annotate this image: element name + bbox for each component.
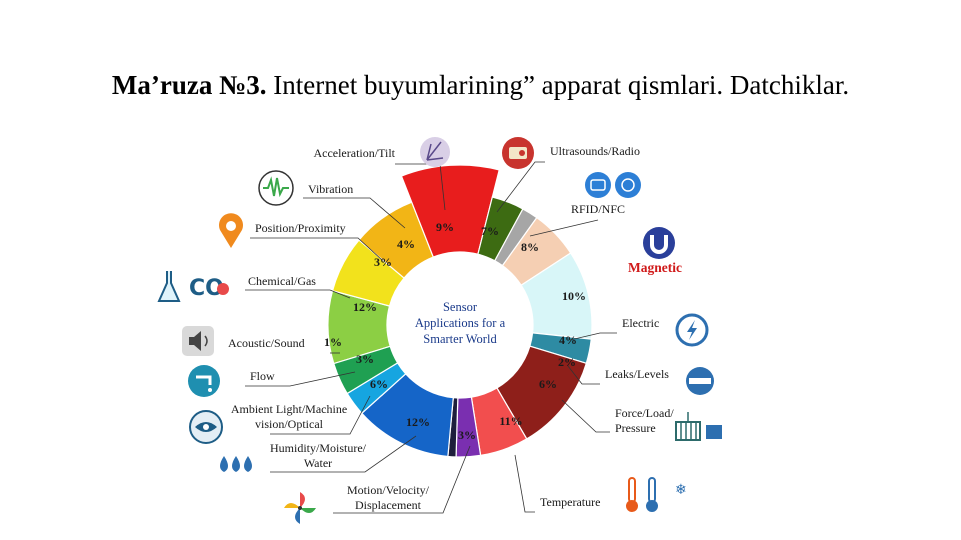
pinwheel-icon (284, 492, 316, 524)
leader-line (245, 289, 351, 299)
value-label-position-proximity: 3% (374, 255, 392, 269)
leader-line (561, 399, 610, 433)
value-label-flow: 3% (356, 352, 374, 366)
value-label-chemical-gas: 12% (353, 300, 377, 314)
leader-line (245, 371, 356, 387)
svg-text:❄: ❄ (675, 482, 687, 498)
value-label-magnetic: 10% (562, 289, 586, 303)
category-label-acceleration-tilt: Acceleration/Tilt (313, 146, 395, 160)
lightning-icon (675, 313, 709, 347)
value-label-acceleration-tilt: 9% (436, 220, 454, 234)
category-label-force-load-pressure: Force/Load/Pressure (615, 406, 674, 435)
pipe-icon (686, 367, 714, 395)
thermometer-icon: ❄ (626, 477, 687, 512)
load-icon (675, 412, 722, 441)
magnet-icon (643, 227, 675, 259)
leader-line (569, 332, 617, 341)
slide-title-rest: Internet buyumlarining” apparat qismlari… (266, 70, 850, 100)
value-label-ultrasounds-radio: 7% (481, 224, 499, 238)
flask-co2-icon: CO (157, 271, 229, 302)
value-label-acoustic-sound: 1% (324, 335, 342, 349)
category-label-magnetic: Magnetic (628, 260, 682, 275)
value-label-humidity-moisture-water: 12% (406, 415, 430, 429)
rfid-icon (585, 172, 641, 198)
category-label-acoustic-sound: Acoustic/Sound (228, 336, 305, 350)
eye-icon (189, 410, 223, 444)
slice-magnetic (400, 164, 500, 258)
category-label-vibration: Vibration (308, 182, 353, 196)
value-label-motion-velocity-displacement: 3% (458, 428, 476, 442)
category-label-electric: Electric (622, 316, 659, 330)
center-label-line: Sensor (443, 300, 478, 314)
category-label-chemical-gas: Chemical/Gas (248, 274, 316, 288)
leader-line (514, 454, 535, 513)
value-label-rfid-nfc: 8% (521, 240, 539, 254)
leader-line (333, 445, 471, 514)
center-label-line: Smarter World (423, 332, 497, 346)
value-label-leaks-levels: 2% (558, 355, 576, 369)
slice-vibration (333, 345, 399, 395)
donut-slices (327, 164, 593, 458)
leader-line (303, 197, 406, 229)
leader-line (270, 395, 371, 435)
value-label-force-load-pressure: 6% (539, 377, 557, 391)
category-label-position-proximity: Position/Proximity (255, 221, 346, 235)
vibration-icon (258, 170, 294, 206)
radio-icon (502, 137, 534, 169)
leader-line (567, 365, 600, 385)
category-label-ultrasounds-radio: Ultrasounds/Radio (550, 144, 640, 158)
water-drops-icon (220, 456, 252, 472)
value-label-vibration: 4% (397, 237, 415, 251)
accelerometer-icon (420, 137, 450, 167)
leader-line (496, 161, 545, 213)
leader-line (270, 435, 417, 473)
category-label-rfid-nfc: RFID/NFC (571, 202, 625, 216)
leader-line (529, 219, 599, 237)
value-label-electric: 4% (559, 333, 577, 347)
speaker-icon (182, 326, 214, 356)
category-label-temperature: Temperature (540, 495, 600, 509)
location-pin-icon (219, 213, 243, 248)
category-label-motion-velocity-displacement: Motion/Velocity/Displacement (347, 483, 430, 512)
value-label-temperature: 11% (499, 414, 522, 428)
slide-title: Ma’ruza №3. Internet buyumlarining” appa… (0, 70, 961, 101)
leader-line (250, 237, 383, 261)
slide-title-bold: Ma’ruza №3. (111, 70, 267, 100)
category-label-flow: Flow (250, 369, 275, 383)
value-label-ambient-light-machine-vision-optical: 6% (370, 377, 388, 391)
center-label-line: Applications for a (415, 316, 506, 330)
category-label-leaks-levels: Leaks/Levels (605, 367, 669, 381)
faucet-icon (188, 365, 220, 397)
category-label-humidity-moisture-water: Humidity/Moisture/Water (270, 441, 367, 470)
